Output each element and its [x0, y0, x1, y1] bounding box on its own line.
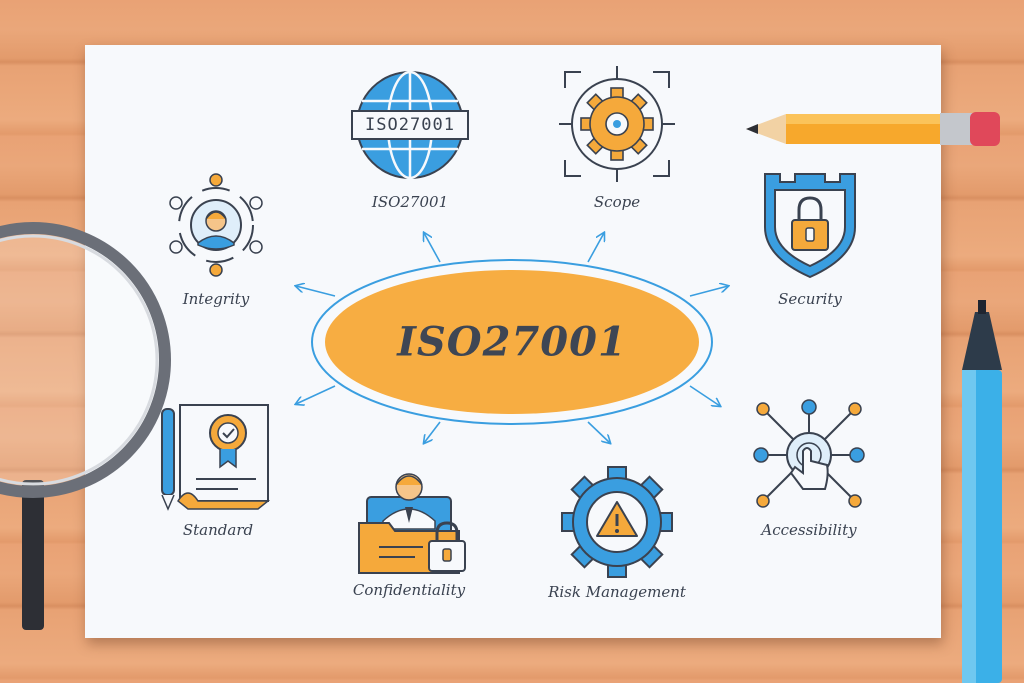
- touch-network-icon: [753, 399, 865, 508]
- warning-gear-icon: [561, 466, 673, 578]
- globe-icon: [351, 70, 469, 180]
- center-title: ISO27001: [397, 318, 627, 366]
- label-standard: Standard: [182, 521, 254, 539]
- label-security: Security: [778, 290, 842, 308]
- pen-icon: [962, 300, 1002, 683]
- arrow-to-scope: [587, 233, 604, 263]
- label-integrity: Integrity: [182, 290, 250, 308]
- arrow-to-iso: [424, 233, 441, 263]
- label-accessibility: Accessibility: [761, 521, 857, 539]
- shield-lock-icon: [764, 173, 856, 279]
- magnifying-glass-icon: [0, 222, 171, 630]
- label-risk-management: Risk Management: [548, 583, 686, 601]
- arrow-to-standard: [296, 385, 336, 404]
- arrow-to-integrity: [296, 286, 336, 297]
- arrow-to-confidentiality: [424, 421, 441, 443]
- confidential-folder-icon: [358, 473, 466, 574]
- certificate-icon: [161, 404, 271, 511]
- label-iso27001: ISO27001: [371, 193, 449, 211]
- scope-gear-icon: [559, 66, 675, 182]
- center-ellipse: [311, 259, 713, 425]
- label-scope: Scope: [593, 193, 641, 211]
- arrow-to-accessibility: [689, 385, 720, 406]
- arrow-to-risk: [587, 421, 610, 443]
- label-confidentiality: Confidentiality: [352, 581, 466, 599]
- arrow-to-security: [689, 286, 728, 297]
- connector-arrows: [296, 233, 728, 443]
- iso-badge-text: ISO27001: [365, 115, 455, 135]
- pencil-icon: [746, 112, 1000, 146]
- user-network-icon: [169, 173, 263, 277]
